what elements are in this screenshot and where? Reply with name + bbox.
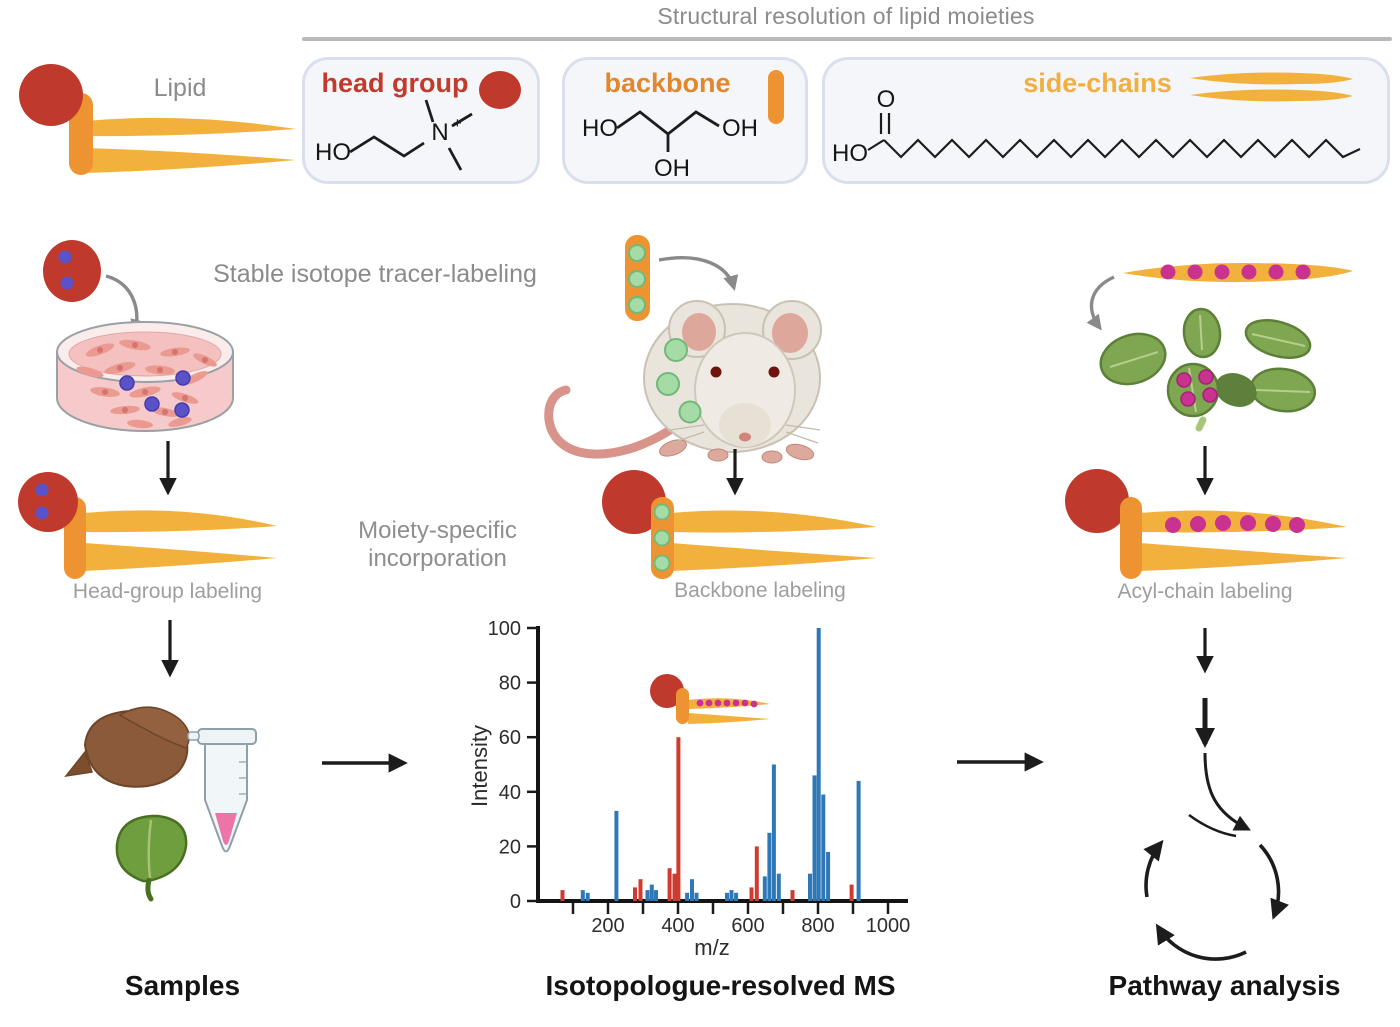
pathway-label: Pathway analysis xyxy=(1108,970,1341,1001)
lipid-label: Lipid xyxy=(153,74,207,102)
y-axis-title: Intensity xyxy=(467,725,492,807)
acyl-labeled-lipid-icon xyxy=(1065,469,1347,579)
atom-ho-fatty-acid: HO xyxy=(832,140,868,167)
fatty-acid-structure xyxy=(867,113,1361,159)
side-chains-box-label: side-chains xyxy=(1023,68,1172,98)
title-underline xyxy=(302,37,1392,41)
tracer-arrow-plant xyxy=(1086,275,1115,331)
svg-text:80: 80 xyxy=(499,673,521,695)
svg-text:1000: 1000 xyxy=(866,915,911,937)
y-axis-tick-labels: 0 20 40 60 80 100 xyxy=(488,618,521,913)
mouse-isotope-dots xyxy=(656,338,702,424)
chart-lipid-icon xyxy=(650,674,770,724)
tube-icon xyxy=(187,728,257,853)
acyl-chain-labeling-label: Acyl-chain labeling xyxy=(1117,580,1293,603)
backbone-labeling-label: Backbone labeling xyxy=(674,579,846,602)
svg-text:800: 800 xyxy=(801,915,834,937)
incorporation-line2: incorporation xyxy=(368,545,507,572)
head-group-box-label: head group xyxy=(321,68,469,98)
atom-o-fatty-acid: O xyxy=(877,86,896,113)
head-group-labeled-lipid-icon xyxy=(18,472,277,579)
leaf-icon xyxy=(115,814,188,902)
pathway-arrows xyxy=(1143,628,1289,961)
svg-text:200: 200 xyxy=(591,915,624,937)
ms-chart: 200 400 600 800 1000 0 20 40 60 80 100 m/z Intens… xyxy=(467,618,910,960)
svg-text:400: 400 xyxy=(661,915,694,937)
spectrum-bars xyxy=(560,628,861,902)
dish-isotope-dots xyxy=(119,370,191,418)
x-axis-ticks xyxy=(571,903,890,914)
head-group-structure xyxy=(349,71,521,171)
svg-text:0: 0 xyxy=(510,891,521,913)
head-group-mini-icon xyxy=(479,71,521,109)
incorporation-label: Moiety-specific incorporation xyxy=(330,517,545,573)
tracer-title: Stable isotope tracer-labeling xyxy=(213,260,537,288)
x-axis-tick-labels: 200 400 600 800 1000 xyxy=(591,915,910,937)
plant-isotope-dots xyxy=(1176,369,1218,407)
tracer-arrow-mouse xyxy=(658,256,739,291)
head-group-tracer-icon xyxy=(43,240,101,302)
liver-icon xyxy=(64,706,190,788)
svg-text:600: 600 xyxy=(731,915,764,937)
acyl-isotope-dots xyxy=(1165,515,1305,533)
cell-nuclei xyxy=(97,342,208,415)
cycle-entry-swoosh xyxy=(1188,813,1237,838)
atom-n-choline: N xyxy=(431,119,448,146)
acyl-tracer-icon xyxy=(1123,263,1353,283)
svg-text:20: 20 xyxy=(499,836,521,858)
backbone-labeled-lipid-icon xyxy=(602,470,877,579)
side-chains-mini-icon xyxy=(1190,72,1353,102)
samples-label: Samples xyxy=(124,970,241,1001)
head-group-labeling-label: Head-group labeling xyxy=(72,580,263,603)
backbone-structure xyxy=(616,70,784,152)
mouse-icon xyxy=(544,300,822,464)
lipid-icon xyxy=(19,64,296,175)
incorporation-line1: Moiety-specific xyxy=(358,517,517,544)
svg-text:40: 40 xyxy=(499,782,521,804)
atom-oh-right-glycerol: OH xyxy=(722,115,758,142)
backbone-mini-icon xyxy=(768,70,784,124)
atom-plus-choline: + xyxy=(453,115,462,132)
y-axis-ticks xyxy=(527,626,538,903)
plant-icon xyxy=(1099,307,1317,432)
petri-dish-icon xyxy=(56,321,234,432)
x-axis-title: m/z xyxy=(694,935,729,960)
svg-text:60: 60 xyxy=(499,727,521,749)
backbone-tracer-icon xyxy=(625,235,650,321)
page-title: Structural resolution of lipid moieties xyxy=(657,3,1035,29)
ms-label: Isotopologue-resolved MS xyxy=(545,970,896,1001)
backbone-box-label: backbone xyxy=(604,68,731,98)
atom-ho-glycerol: HO xyxy=(582,115,618,142)
atom-ho-choline: HO xyxy=(315,139,351,166)
cycle-arrows-icon xyxy=(1143,839,1289,961)
svg-text:100: 100 xyxy=(488,618,521,640)
arrow-into-cycle xyxy=(1203,752,1251,831)
atom-oh-bottom-glycerol: OH xyxy=(654,155,690,182)
